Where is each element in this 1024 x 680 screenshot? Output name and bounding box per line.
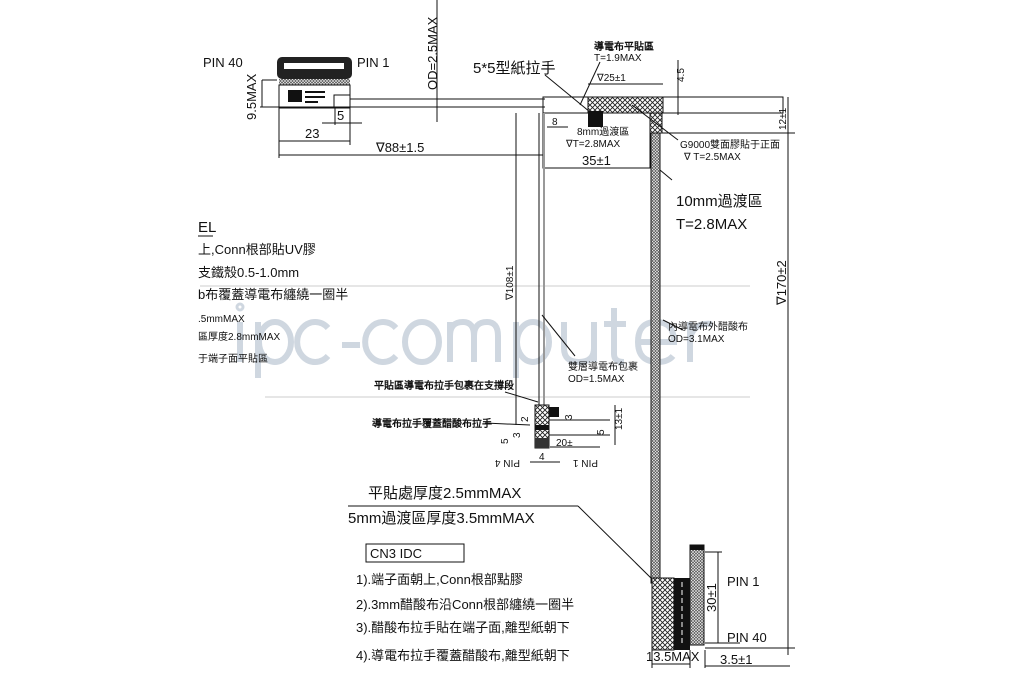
left-note: 區厚度2.8mmMAX — [198, 330, 281, 343]
length-dim-88: ∇88±1.5 — [375, 140, 424, 155]
cn3-note: 1).端子面朝上,Conn根部點膠 — [356, 572, 523, 587]
dim-30: 30±1 — [704, 583, 719, 612]
transition-10mm: 10mm過渡區 — [676, 193, 763, 210]
transition-8mm-thickness: ∇T=2.8MAX — [565, 139, 621, 150]
cn3-title: CN3 IDC — [370, 546, 422, 561]
g9000-thickness: ∇ T=2.5MAX — [683, 152, 741, 163]
small-dim: 13±1 — [614, 407, 625, 430]
top-connector — [277, 57, 352, 109]
height-dim: 9.5MAX — [244, 73, 259, 120]
cable-od: OD=2.5MAX — [425, 16, 440, 90]
small-dim: 5 — [500, 438, 511, 444]
pull-tab-label: 5*5型紙拉手 — [473, 60, 556, 77]
left-note: 于端子面平貼區 — [198, 352, 268, 365]
small-dim: 5 — [596, 429, 607, 435]
small-dim: 20± — [556, 438, 573, 449]
left-note: .5mmMAX — [198, 314, 245, 325]
cn3-box — [365, 543, 465, 563]
cn3-note: 2).3mm醋酸布沿Conn根部纏繞一圈半 — [356, 597, 574, 612]
cn3-note: 3).醋酸布拉手貼在端子面,離型紙朝下 — [356, 620, 570, 635]
cn3-note: 4).導電布拉手覆蓋醋酸布,離型紙朝下 — [356, 648, 570, 663]
flat-zone-label: 導電布平貼區 — [594, 40, 654, 53]
dim-5: 5 — [337, 108, 344, 123]
dim-23: 23 — [305, 126, 319, 141]
middle-connector — [534, 404, 610, 449]
middle-pin-4: PIN 4 — [495, 457, 520, 468]
small-dim: 4 — [539, 452, 545, 463]
left-notes-title: EL — [198, 219, 216, 236]
pin-40-label: PIN 40 — [203, 55, 243, 70]
dim-3-5: 3.5±1 — [720, 652, 752, 667]
inner-cloth-label: 內導電布外醋酸布 — [668, 320, 748, 333]
pin-1-label: PIN 1 — [357, 55, 390, 70]
dim-108: ∇108±1 — [505, 265, 516, 301]
left-note: 上,Conn根部貼UV膠 — [198, 242, 316, 257]
left-note: 支鐵殼0.5-1.0mm — [198, 265, 299, 280]
small-dim: 2 — [520, 416, 531, 422]
transition-8mm: 8mm過渡區 — [577, 125, 629, 138]
dim-13-5max: 13.5MAX — [646, 649, 700, 664]
dim-8: 8 — [552, 117, 558, 128]
tab-cover-note: 導電布拉手覆蓋醋酸布拉手 — [372, 417, 492, 430]
outer-cloth-od: OD=1.5MAX — [568, 374, 625, 385]
watermark-logo — [235, 302, 713, 378]
outer-cloth-label: 雙層導電布包裹 — [568, 360, 638, 373]
flat-zone-thickness: T=1.9MAX — [594, 53, 642, 64]
transition-thickness-note: 5mm過渡區厚度3.5mmMAX — [348, 510, 535, 527]
g9000-note: G9000雙面膠貼于正面 — [680, 138, 780, 151]
dim-12: 12±1 — [778, 107, 789, 130]
small-dim: 3 — [512, 432, 523, 438]
bottom-connector — [651, 544, 705, 651]
left-note: b布覆蓋導電布纏繞一圈半 — [198, 287, 348, 302]
transition-10mm-thickness: T=2.8MAX — [676, 216, 747, 233]
middle-pin-1: PIN 1 — [573, 457, 598, 468]
dim-4-5: 4.5 — [676, 68, 687, 82]
bottom-pin-40: PIN 40 — [727, 630, 767, 645]
dim-170: ∇170±2 — [774, 260, 789, 306]
flat-thickness-note: 平貼處厚度2.5mmMAX — [368, 485, 521, 502]
inner-cloth-od: OD=3.1MAX — [668, 334, 725, 345]
small-dim: 3 — [564, 414, 575, 420]
flat-wrap-note: 平貼區導電布拉手包裹在支撐段 — [374, 379, 514, 392]
bottom-pin-1: PIN 1 — [727, 574, 760, 589]
dim-25: ∇25±1 — [596, 73, 626, 84]
dim-35: 35±1 — [582, 153, 611, 168]
